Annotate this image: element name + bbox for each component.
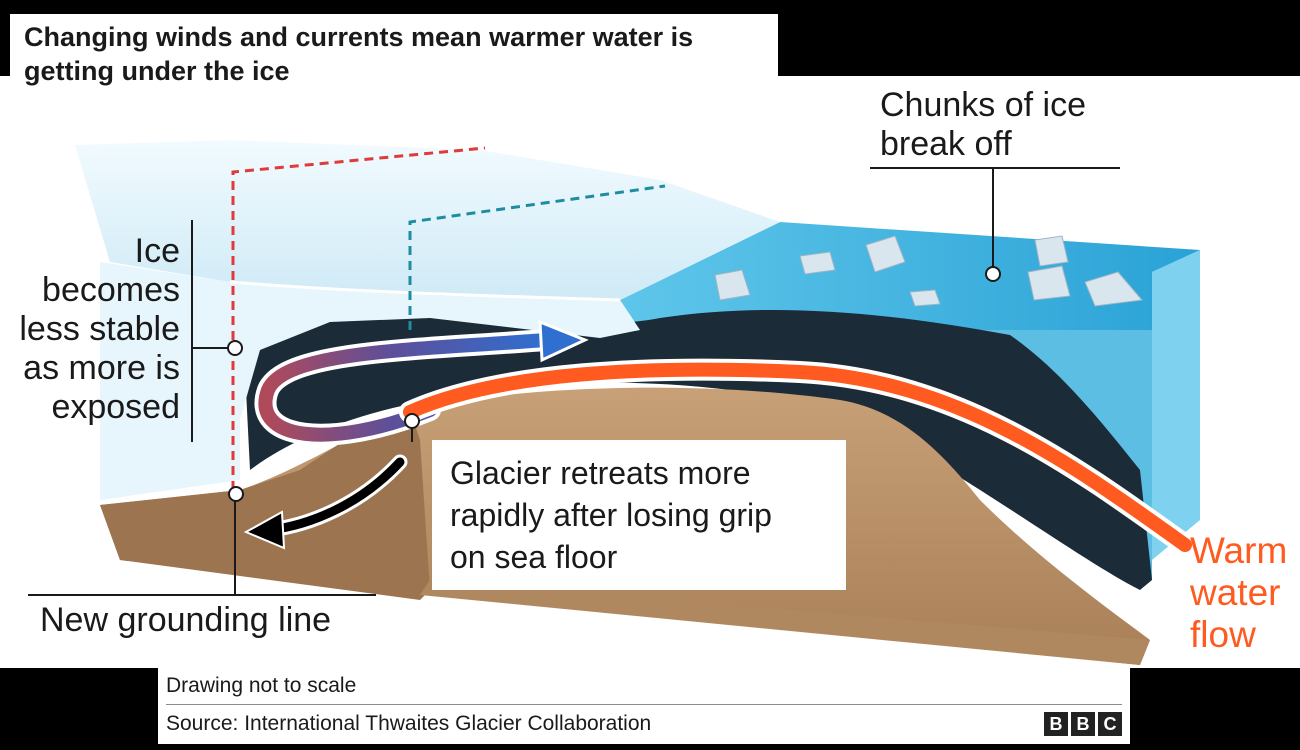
stability-label: Ice becomes less stable as more is expos… [19, 232, 180, 426]
diagram-title: Changing winds and currents mean warmer … [10, 14, 778, 94]
warm-current-arrow-body [403, 362, 1192, 552]
deep-water [245, 308, 1152, 590]
chunks-label: Chunks of ice break off [880, 86, 1086, 164]
scale-note: Drawing not to scale [166, 666, 1122, 705]
grounding-marker [228, 486, 244, 502]
warm-label-line: water [1190, 572, 1281, 613]
source-text: Source: International Thwaites Glacier C… [166, 712, 652, 735]
ice-shelf-edge [229, 280, 621, 302]
warm-label-line: Warm [1190, 530, 1288, 571]
retreat-arrow-head [243, 510, 286, 550]
ice-chunk-icon [799, 251, 836, 275]
chunks-label-line: break off [880, 125, 1012, 163]
warm-water-flow-label: Warm water flow [1190, 530, 1287, 656]
ocean-side-wall [1152, 250, 1200, 560]
logo-letter: C [1098, 712, 1122, 736]
stability-marker [227, 340, 243, 356]
marker-dots [227, 266, 1001, 502]
logo-letter: B [1044, 712, 1068, 736]
retreat-arrow-body [265, 457, 405, 535]
cold-current-arrow-head [538, 319, 589, 363]
ice-chunk-icon [1034, 235, 1069, 267]
warm-label-line: flow [1190, 614, 1256, 655]
footer: Drawing not to scale Source: Internation… [158, 666, 1130, 744]
retreat-label-line: on sea floor [450, 539, 618, 575]
ice-chunk-icon [865, 235, 906, 273]
source-row: Source: International Thwaites Glacier C… [166, 705, 1122, 743]
ice-chunks [714, 235, 1143, 307]
ice-chunk-icon [714, 269, 751, 301]
retreat-label-line: Glacier retreats more [450, 455, 751, 491]
seabed-face-right [420, 580, 1150, 665]
retreat-marker [404, 413, 420, 429]
bbc-logo-icon: B B C [1044, 712, 1122, 736]
retreat-label: Glacier retreats more rapidly after losi… [432, 440, 846, 590]
chunks-marker [985, 266, 1001, 282]
retreat-label-line: rapidly after losing grip [450, 497, 772, 533]
glacier-ice-front [100, 262, 640, 500]
logo-letter: B [1071, 712, 1095, 736]
grounding-line-label: New grounding line [40, 601, 332, 639]
ice-chunk-icon [909, 289, 941, 307]
background-panel-top [780, 0, 1300, 76]
new-ice-position-marker [408, 184, 666, 330]
ice-chunk-icon [1084, 271, 1143, 307]
seabed-front [100, 410, 430, 600]
cold-current-arrow-body [258, 333, 552, 442]
ice-chunk-icon [1027, 265, 1071, 301]
chunks-label-line: Chunks of ice [880, 86, 1086, 124]
old-ice-position-marker [231, 146, 486, 490]
